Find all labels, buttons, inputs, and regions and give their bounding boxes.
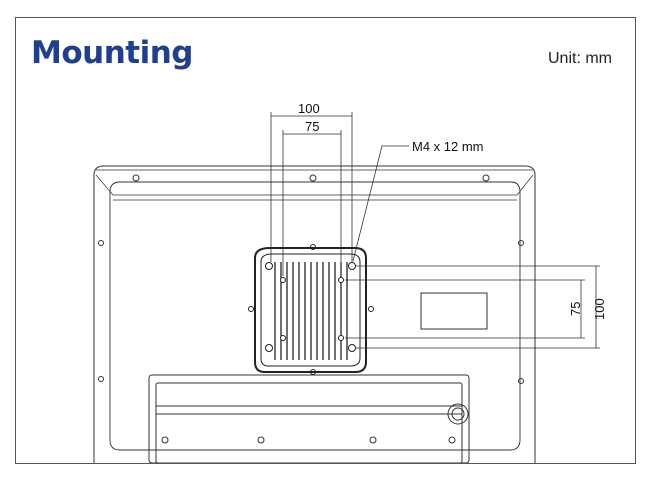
unit-label: Unit: mm [548, 50, 612, 67]
screw-callout-leader [352, 145, 409, 262]
diagram-frame [15, 17, 636, 464]
stand-base [148, 374, 470, 463]
dim-horizontal-75: 75 [305, 119, 319, 134]
dim-vertical-75: 75 [568, 302, 583, 316]
monitor-outline [93, 165, 536, 463]
screw-callout-label: M4 x 12 mm [412, 139, 484, 154]
vesa-mount-plate [248, 244, 374, 375]
dim-horizontal-100: 100 [298, 101, 320, 116]
dimension-lines [270, 112, 600, 349]
monitor-inner-outline [109, 181, 521, 451]
top-screw-holes [132, 174, 490, 182]
side-screw-holes [98, 240, 524, 384]
vesa-screw-holes [265, 262, 356, 352]
dim-vertical-100: 100 [592, 298, 607, 320]
label-plate [420, 292, 488, 330]
page-title: Mounting [31, 35, 194, 71]
